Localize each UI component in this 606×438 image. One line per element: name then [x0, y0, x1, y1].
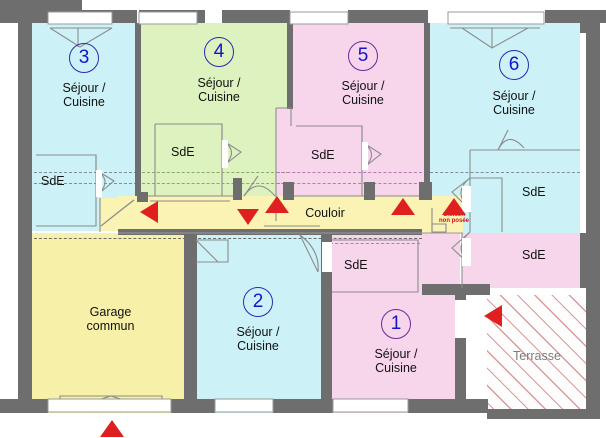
arrow-garage-bottom: [100, 420, 124, 437]
room-label-3: Séjour / Cuisine: [62, 81, 106, 109]
room-label-4: Séjour / Cuisine: [197, 76, 241, 104]
section-line-garage: [34, 238, 186, 239]
partition-warning-label: Cloison non posée: [438, 212, 469, 225]
wall-corridor-pier-2: [233, 178, 242, 200]
sde-label-6b: SdE: [522, 248, 546, 262]
corridor-label: Couloir: [305, 206, 345, 220]
wall-right-outer: [586, 23, 600, 295]
wall-sde6-right: [580, 233, 587, 288]
wall-corridor-pier-3: [283, 182, 294, 200]
room-label-6: Séjour / Cuisine: [492, 89, 536, 117]
wall-between-5-6: [424, 23, 430, 196]
wall-bottom-seg-3: [203, 399, 215, 413]
terrace-label: Terrasse: [513, 349, 561, 363]
wall-bottom-seg-4: [273, 399, 333, 413]
corridor-left-stub: [100, 198, 122, 231]
wall-between-3-4: [135, 23, 141, 196]
sde-label-3: SdE: [41, 174, 65, 188]
room-number-6: 6: [499, 50, 529, 80]
wall-bottom-seg-1: [32, 399, 48, 413]
room-label-1: Séjour / Cuisine: [374, 347, 418, 375]
arrow-corridor-down: [237, 209, 259, 225]
section-line-6: [430, 172, 580, 173]
sde-label-2: SdE: [344, 258, 368, 272]
wall-garage-right: [184, 229, 197, 413]
sde-label-5: SdE: [311, 148, 335, 162]
wall-top-seg-4: [348, 10, 428, 23]
wall-corridor-pier-5: [419, 182, 432, 200]
room-label-2: Séjour / Cuisine: [236, 325, 280, 353]
section-line-5b: [277, 183, 427, 184]
room-label-5: Séjour / Cuisine: [341, 79, 385, 107]
wall-top-seg-1: [82, 10, 137, 23]
section-line-room1: [330, 243, 420, 244]
room-number-3: 3: [69, 43, 99, 73]
section-line-3: [34, 172, 137, 173]
terrace-area: [487, 295, 599, 419]
wall-bottom-left: [0, 399, 32, 413]
sde-label-6a: SdE: [522, 185, 546, 199]
arrow-corridor-left: [140, 201, 158, 223]
arrow-corridor-up-2: [391, 198, 415, 215]
wall-corridor-pier-4: [364, 182, 375, 200]
room-number-2: 2: [243, 287, 273, 317]
room-number-5: 5: [348, 41, 378, 71]
wall-corridor-bottom-1: [118, 229, 190, 235]
wall-bottom-terrace: [487, 409, 600, 419]
garage-label: Garage commun: [86, 305, 135, 333]
wall-room2-right: [321, 229, 332, 413]
room-2-area: [196, 233, 326, 413]
wall-right-outer-lower: [586, 295, 600, 419]
wall-top-left-outer: [0, 0, 82, 23]
wall-top-seg-2: [139, 10, 205, 23]
room-number-1: 1: [381, 309, 411, 339]
section-line-4b: [142, 183, 289, 184]
wall-top-seg-5: [545, 10, 606, 23]
wall-bottom-seg-5: [408, 399, 488, 413]
section-line-5: [277, 172, 427, 173]
room-number-4: 4: [204, 37, 234, 67]
sde-label-4: SdE: [171, 145, 195, 159]
wall-top-seg-3: [222, 10, 290, 23]
arrow-corridor-up-3: [442, 198, 466, 215]
section-line-room2: [198, 238, 422, 239]
wall-room1-right: [455, 290, 466, 413]
wall-corridor-top-pier-1: [137, 192, 148, 202]
wall-corridor-bottom-3: [332, 229, 422, 235]
room-6-sde-lower: [462, 233, 580, 288]
wall-between-4-5: [287, 23, 293, 109]
section-line-4: [142, 172, 289, 173]
wall-corridor-bottom-2: [197, 229, 327, 235]
wall-terrace-left-top: [455, 284, 489, 295]
garage-area: [32, 233, 187, 413]
arrow-corridor-up-1: [265, 196, 289, 213]
wall-left-outer: [18, 0, 32, 413]
arrow-terrace-left: [484, 305, 502, 327]
